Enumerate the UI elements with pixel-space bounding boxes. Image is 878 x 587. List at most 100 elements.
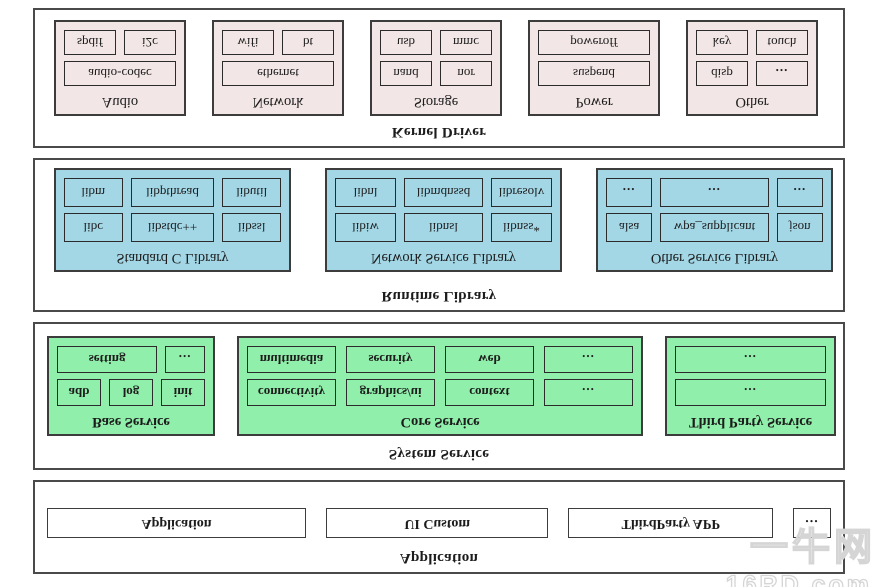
box-ethernet: ethernet bbox=[222, 61, 334, 86]
group-label-core-service: Core Service bbox=[400, 414, 480, 430]
row: setting ... bbox=[57, 346, 205, 373]
box-libresolv: libresolv bbox=[490, 178, 552, 207]
box-graphics-ui: graphics/ui bbox=[346, 379, 435, 406]
row: audio-codec bbox=[64, 61, 176, 86]
box-web: web bbox=[445, 346, 534, 373]
box-poweroff: poweroff bbox=[538, 30, 650, 55]
box-multimedia: multimedia bbox=[247, 346, 336, 373]
row: ... bbox=[675, 346, 826, 373]
row: key touch bbox=[696, 30, 808, 55]
box-ellipsis: ... bbox=[675, 346, 826, 373]
box-key: key bbox=[696, 30, 748, 55]
group-label-storage: Storage bbox=[413, 94, 459, 110]
group-label-other-service-library: Other Service Library bbox=[650, 250, 779, 266]
row: disp ... bbox=[696, 61, 808, 86]
group-label-power: Power bbox=[575, 94, 613, 110]
group-label-standard-c-library: Standard C Library bbox=[116, 250, 229, 266]
box-connectivity: connectivity bbox=[247, 379, 336, 406]
group-third-party-service: Third Party Service ... ... bbox=[665, 336, 836, 436]
box-ellipsis: ... bbox=[165, 346, 205, 373]
group-label-other: Other bbox=[735, 94, 769, 110]
box-log: log bbox=[109, 379, 153, 406]
box-thirdparty-app: ThirdParty APP bbox=[568, 508, 773, 538]
box-nor: nor bbox=[440, 61, 492, 86]
band-kernel-driver: Kernel Driver Audio audio-codec spdif i2… bbox=[33, 8, 845, 148]
box-ellipsis: ... bbox=[606, 178, 653, 207]
box-libc: libc bbox=[64, 213, 123, 242]
box-wpa-supplicant: wpa_supplicant bbox=[660, 213, 769, 242]
kernel-driver-groups: Audio audio-codec spdif i2c Network ethe… bbox=[35, 20, 843, 116]
box-bt: bt bbox=[282, 30, 334, 55]
row: libnl libmdnssd libresolv bbox=[335, 178, 552, 207]
box-ellipsis: ... bbox=[675, 379, 826, 406]
box-adb: adb bbox=[57, 379, 101, 406]
row: poweroff bbox=[538, 30, 650, 55]
row: ... ... ... bbox=[606, 178, 823, 207]
box-libpthread: libpthread bbox=[130, 178, 215, 207]
box-i2c: i2c bbox=[124, 30, 176, 55]
band-title-kernel-driver: Kernel Driver bbox=[391, 124, 487, 140]
row: libc libstdc++ libssl bbox=[64, 213, 281, 242]
band-title-system-service: System Service bbox=[388, 446, 490, 462]
row: alsa wpa_supplicant json bbox=[606, 213, 823, 242]
box-setting: setting bbox=[57, 346, 158, 373]
group-label-network-service-library: Network Service Library bbox=[371, 250, 516, 266]
group-label-base-service: Base Service bbox=[92, 414, 170, 430]
box-libiw: libiw bbox=[335, 213, 397, 242]
group-base-service: Base Service adb log init setting ... bbox=[47, 336, 215, 436]
row: ethernet bbox=[222, 61, 334, 86]
box-json: json bbox=[776, 213, 823, 242]
row: wifi bt bbox=[222, 30, 334, 55]
row: ... bbox=[675, 379, 826, 406]
box-libssl: libssl bbox=[222, 213, 281, 242]
box-disp: disp bbox=[696, 61, 748, 86]
box-libm: libm bbox=[64, 178, 123, 207]
box-init: init bbox=[161, 379, 205, 406]
group-storage: Storage nand nor usb mmc bbox=[370, 20, 502, 116]
box-ellipsis: ... bbox=[776, 178, 823, 207]
group-network: Network ethernet wifi bt bbox=[212, 20, 344, 116]
group-other: Other disp ... key touch bbox=[686, 20, 818, 116]
box-application: Application bbox=[47, 508, 306, 538]
box-nand: nand bbox=[380, 61, 432, 86]
box-ellipsis: ... bbox=[660, 178, 769, 207]
band-application: Application Application UI Custom ThirdP… bbox=[33, 480, 845, 574]
group-power: Power suspend poweroff bbox=[528, 20, 660, 116]
group-audio: Audio audio-codec spdif i2c bbox=[54, 20, 186, 116]
row: multimedia security web ... bbox=[247, 346, 633, 373]
application-boxes-row: Application UI Custom ThirdParty APP ... bbox=[47, 508, 831, 538]
box-libnl: libnl bbox=[335, 178, 397, 207]
box-mmc: mmc bbox=[440, 30, 492, 55]
box-usb: usb bbox=[380, 30, 432, 55]
box-ellipsis: ... bbox=[544, 346, 633, 373]
box-ui-custom: UI Custom bbox=[325, 508, 549, 538]
box-ellipsis: ... bbox=[544, 379, 633, 406]
row: usb mmc bbox=[380, 30, 492, 55]
band-runtime-library: Runtime Library Standard C Library libc … bbox=[33, 158, 845, 312]
row: adb log init bbox=[57, 379, 205, 406]
box-touch: touch bbox=[756, 30, 808, 55]
box-spdif: spdif bbox=[64, 30, 116, 55]
group-label-audio: Audio bbox=[101, 94, 139, 110]
box-audio-codec: audio-codec bbox=[64, 61, 176, 86]
group-network-service-library: Network Service Library libiw libnsl lib… bbox=[325, 168, 562, 272]
band-title-runtime-library: Runtime Library bbox=[381, 288, 497, 304]
band-system-service: System Service Base Service adb log init… bbox=[33, 322, 845, 470]
row: nand nor bbox=[380, 61, 492, 86]
runtime-library-groups: Standard C Library libc libstdc++ libssl… bbox=[35, 168, 843, 272]
group-label-third-party-service: Third Party Service bbox=[688, 414, 813, 430]
row: suspend bbox=[538, 61, 650, 86]
row: spdif i2c bbox=[64, 30, 176, 55]
box-libnss: libnss* bbox=[490, 213, 552, 242]
group-other-service-library: Other Service Library alsa wpa_supplican… bbox=[596, 168, 833, 272]
group-standard-c-library: Standard C Library libc libstdc++ libssl… bbox=[54, 168, 291, 272]
box-context: context bbox=[445, 379, 534, 406]
band-title-application: Application bbox=[399, 550, 479, 566]
box-alsa: alsa bbox=[606, 213, 653, 242]
box-wifi: wifi bbox=[222, 30, 274, 55]
system-service-groups: Base Service adb log init setting ... Co… bbox=[35, 336, 843, 436]
box-libutil: libutil bbox=[222, 178, 281, 207]
group-core-service: Core Service connectivity graphics/ui co… bbox=[237, 336, 643, 436]
